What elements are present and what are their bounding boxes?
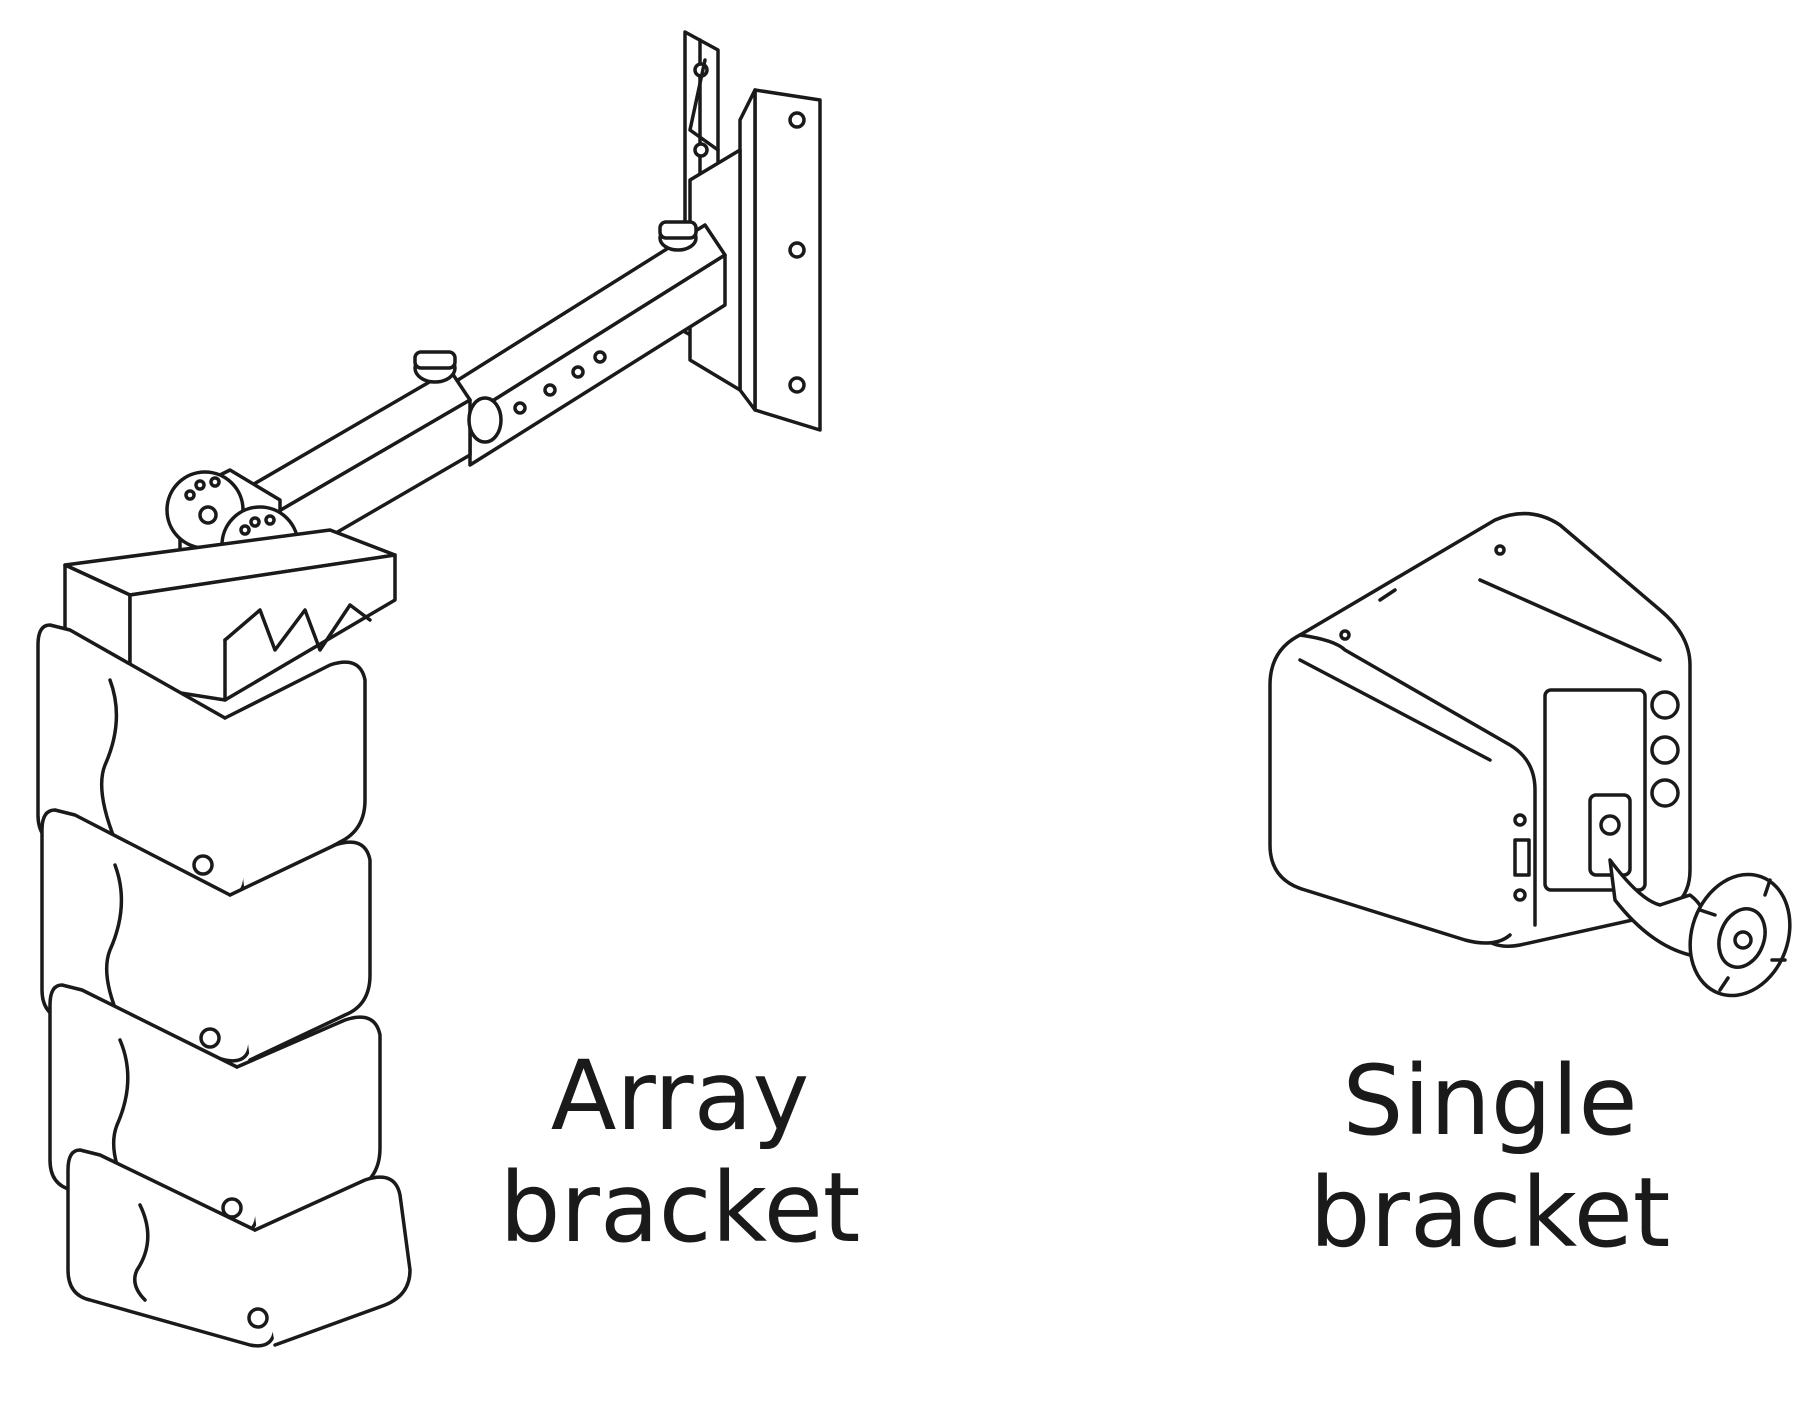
array-bracket-caption: Array bracket bbox=[470, 1040, 890, 1264]
telescopic-arm-icon bbox=[233, 220, 727, 582]
single-speaker-icon bbox=[1268, 511, 1692, 948]
speaker-cabinet-1-icon bbox=[36, 623, 367, 898]
single-bracket-illustration bbox=[1268, 511, 1792, 998]
single-bracket-caption-line2: bracket bbox=[1309, 1157, 1671, 1269]
single-wall-mount-icon bbox=[1588, 793, 1792, 998]
single-bracket-caption-line1: Single bbox=[1342, 1045, 1638, 1157]
single-bracket-caption: Single bracket bbox=[1290, 1045, 1690, 1269]
array-bracket-illustration bbox=[36, 30, 822, 1348]
array-bracket-caption-line2: bracket bbox=[499, 1152, 861, 1264]
speaker-cabinet-4-icon bbox=[66, 1148, 412, 1348]
array-bracket-caption-line1: Array bbox=[550, 1040, 810, 1152]
